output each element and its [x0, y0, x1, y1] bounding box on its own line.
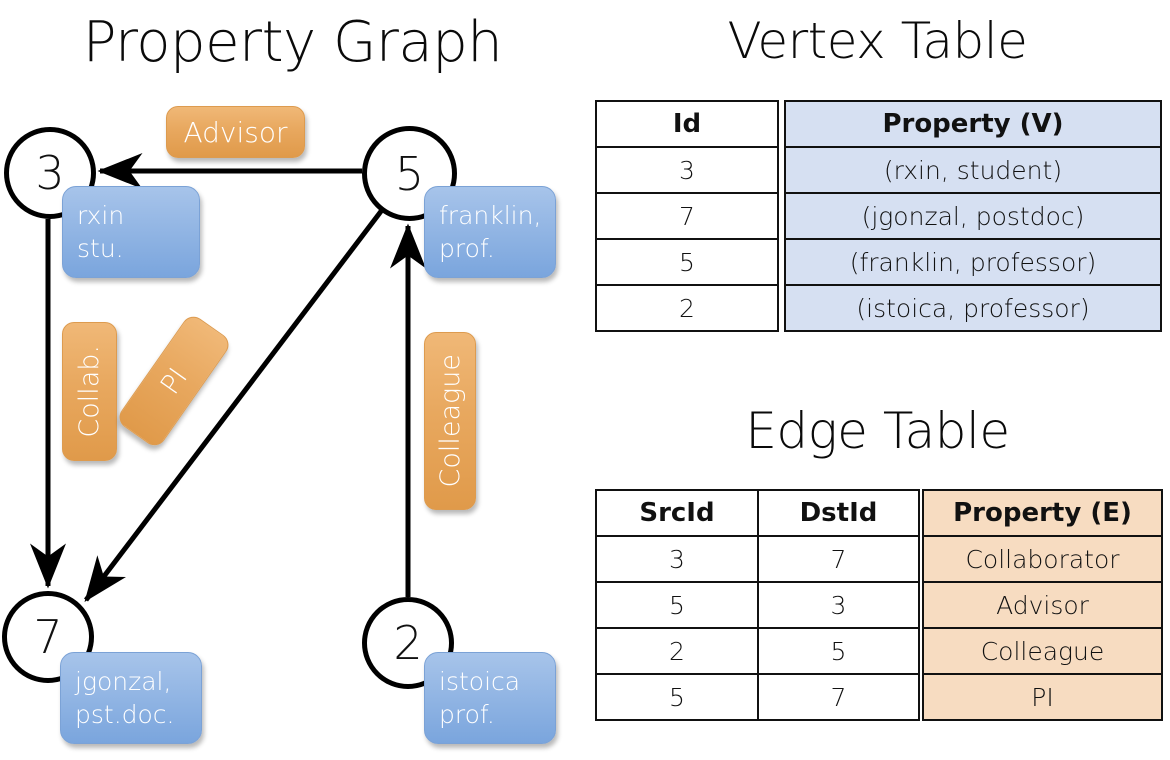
edge-cell-dstid: 7 [756, 535, 921, 583]
edge-cell-srcid: 2 [595, 627, 759, 675]
edge-cell-property: Colleague [922, 627, 1163, 675]
node-property-line1: franklin, [439, 201, 542, 230]
vertex-cell-id: 7 [595, 192, 779, 240]
vertex-header-property: Property (V) [784, 100, 1162, 148]
edge-property-label-colleague: Colleague [424, 332, 476, 510]
table-row: PI [922, 673, 1163, 721]
graph-edge-arrows [29, 152, 427, 602]
edge-header-property: Property (E) [922, 489, 1163, 537]
edge-property-label-advisor: Advisor [166, 106, 305, 158]
table-header-row: Id [595, 100, 779, 148]
vertex-cell-id: 3 [595, 146, 779, 194]
edge-cell-property: Collaborator [922, 535, 1163, 583]
table-row: Colleague [922, 627, 1163, 675]
table-header-row: SrcId DstId [595, 489, 921, 537]
edge-table-src-dst-columns: SrcId DstId 3 7 5 3 2 5 5 7 [595, 489, 921, 721]
node-property-line2: prof. [439, 700, 495, 729]
table-row: (franklin, professor) [784, 238, 1162, 286]
table-row: 7 [595, 192, 779, 240]
page-title-property-graph: Property Graph [82, 10, 503, 75]
table-header-row: Property (E) [922, 489, 1163, 537]
vertex-cell-property: (franklin, professor) [784, 238, 1162, 286]
node-property-label-5: franklin, prof. [424, 186, 556, 278]
node-property-label-7: jgonzal, pst.doc. [60, 652, 202, 744]
edge-arrow-5-to-7 [84, 204, 387, 602]
vertex-cell-property: (istoica, professor) [784, 284, 1162, 332]
edge-property-text: PI [154, 362, 194, 400]
table-row: 3 7 [595, 535, 921, 583]
property-graph-diagram: 3 5 7 2 rxin stu. franklin, prof. jgonza… [2, 106, 556, 744]
edge-property-text: Advisor [183, 115, 288, 149]
table-row: (istoica, professor) [784, 284, 1162, 332]
vertex-table-property-column: Property (V) (rxin, student) (jgonzal, p… [784, 100, 1162, 332]
edge-cell-srcid: 3 [595, 535, 759, 583]
edge-cell-dstid: 7 [756, 673, 921, 721]
table-row: 3 [595, 146, 779, 194]
edge-cell-dstid: 3 [756, 581, 921, 629]
table-row: 5 [595, 238, 779, 286]
edge-cell-property: PI [922, 673, 1163, 721]
vertex-cell-id: 5 [595, 238, 779, 286]
vertex-cell-id: 2 [595, 284, 779, 332]
node-property-line2: prof. [439, 234, 495, 263]
node-property-line2: pst.doc. [75, 700, 175, 729]
node-property-line1: jgonzal, [75, 667, 172, 696]
node-property-line1: rxin [77, 201, 125, 230]
table-row: 2 [595, 284, 779, 332]
graph-node-2[interactable]: 2 [362, 597, 454, 689]
edge-header-srcid: SrcId [595, 489, 759, 537]
node-property-line2: stu. [77, 234, 124, 263]
section-title-vertex-table: Vertex Table [727, 12, 1028, 70]
vertex-table-id-column: Id 3 7 5 2 [595, 100, 779, 332]
edge-property-text: Collab. [74, 345, 105, 438]
edge-property-text: Colleague [434, 354, 466, 488]
table-row: (rxin, student) [784, 146, 1162, 194]
edge-cell-dstid: 5 [756, 627, 921, 675]
edge-cell-property: Advisor [922, 581, 1163, 629]
edge-header-dstid: DstId [756, 489, 921, 537]
table-row: Collaborator [922, 535, 1163, 583]
edge-cell-srcid: 5 [595, 581, 759, 629]
table-row: 5 7 [595, 673, 921, 721]
table-row: 2 5 [595, 627, 921, 675]
table-row: 5 3 [595, 581, 921, 629]
table-row: (jgonzal, postdoc) [784, 192, 1162, 240]
edge-table-property-column: Property (E) Collaborator Advisor Collea… [922, 489, 1163, 721]
table-header-row: Property (V) [784, 100, 1162, 148]
edge-property-label-collab: Collab. [62, 322, 117, 461]
section-title-edge-table: Edge Table [745, 402, 1010, 460]
vertex-cell-property: (rxin, student) [784, 146, 1162, 194]
graph-node-5[interactable]: 5 [362, 126, 457, 221]
vertex-header-id: Id [595, 100, 779, 148]
table-row: Advisor [922, 581, 1163, 629]
edge-cell-srcid: 5 [595, 673, 759, 721]
vertex-cell-property: (jgonzal, postdoc) [784, 192, 1162, 240]
node-property-label-3: rxin stu. [62, 186, 200, 278]
node-property-line1: istoica [439, 667, 521, 696]
node-property-label-2: istoica prof. [424, 652, 556, 744]
